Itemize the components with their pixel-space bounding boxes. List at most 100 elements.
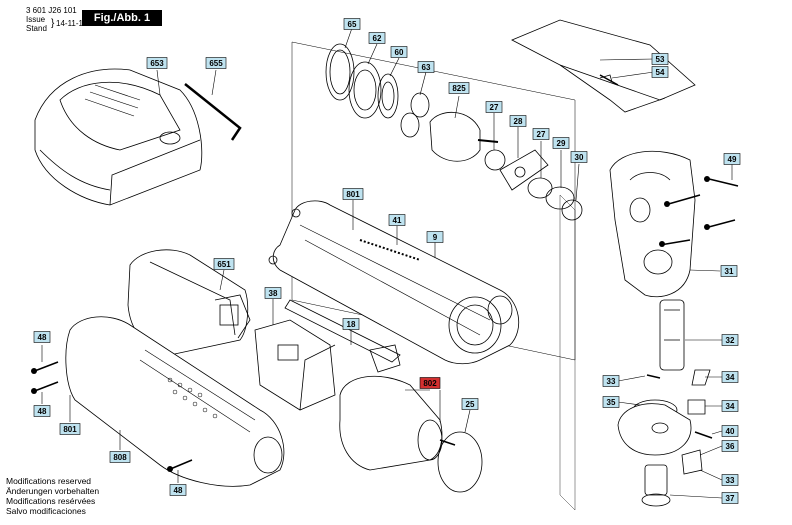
part-callout-29: 29 (552, 137, 570, 149)
part-callout-box (651, 66, 669, 78)
part-callout-31: 31 (720, 265, 738, 277)
part-number: 32 (726, 336, 735, 345)
part-number: 53 (656, 55, 665, 64)
part-number: 48 (38, 333, 47, 342)
part-number: 33 (607, 377, 616, 386)
part-number: 49 (728, 155, 737, 164)
part-callout-49: 49 (723, 153, 741, 165)
part-callout-box (570, 151, 588, 163)
part-number: 27 (490, 103, 499, 112)
part-callout-box (509, 115, 527, 127)
part-callout-box (169, 484, 187, 496)
part-callout-653: 653 (146, 57, 168, 69)
part-callout-box (461, 398, 479, 410)
part-callout-box (368, 32, 386, 44)
part-number: 38 (269, 289, 278, 298)
cutter-head-drawing (609, 150, 696, 298)
part-callout-34: 34 (721, 400, 739, 412)
stand-label: Stand (26, 24, 47, 33)
part-number: 40 (726, 427, 735, 436)
part-callout-655: 655 (205, 57, 227, 69)
punch-parts-drawing (617, 299, 711, 507)
part-callout-box (721, 474, 739, 486)
screws-drawing (31, 74, 739, 472)
part-callout-box (343, 18, 361, 30)
part-callout-801: 801 (59, 423, 81, 435)
part-number: 28 (514, 117, 523, 126)
part-callout-35: 35 (602, 396, 620, 408)
part-callout-box (721, 425, 739, 437)
part-callout-54: 54 (651, 66, 669, 78)
part-number: 34 (726, 402, 735, 411)
part-number: 54 (656, 68, 665, 77)
part-number: 62 (373, 34, 382, 43)
part-number: 48 (38, 407, 47, 416)
part-callout-38: 38 (264, 287, 282, 299)
part-callout-box (417, 61, 435, 73)
part-number: 801 (63, 425, 77, 434)
part-callout-32: 32 (721, 334, 739, 346)
part-callout-box (109, 451, 131, 463)
issue-date: 14-11-11 (56, 19, 87, 28)
part-number: 825 (452, 84, 466, 93)
part-callout-41: 41 (388, 214, 406, 226)
part-callout-box (33, 331, 51, 343)
part-callout-box (532, 128, 550, 140)
footer-line: Salvo modificaciones (6, 506, 86, 516)
allen-key-drawing (184, 83, 242, 141)
part-callout-65: 65 (343, 18, 361, 30)
part-number: 37 (726, 494, 735, 503)
part-number: 808 (113, 453, 127, 462)
issue-brace: } (51, 18, 55, 29)
part-number: 801 (346, 190, 360, 199)
part-number: 33 (726, 476, 735, 485)
part-callout-box (552, 137, 570, 149)
part-callout-box (390, 46, 408, 58)
part-number: 653 (150, 59, 164, 68)
part-number: 35 (607, 398, 616, 407)
part-callout-box (721, 492, 739, 504)
part-callout-33: 33 (602, 375, 620, 387)
part-callout-48: 48 (33, 405, 51, 417)
part-callout-63: 63 (417, 61, 435, 73)
part-number: 30 (575, 153, 584, 162)
part-callout-box (602, 396, 620, 408)
part-callout-25: 25 (461, 398, 479, 410)
footer-notes: Modifications reserved Änderungen vorbeh… (6, 476, 99, 516)
housing-drawing (268, 200, 519, 365)
part-number: 9 (433, 233, 438, 242)
part-callout-box (342, 318, 360, 330)
part-callout-60: 60 (390, 46, 408, 58)
part-callout-40: 40 (721, 425, 739, 437)
part-number: 34 (726, 373, 735, 382)
part-callout-34: 34 (721, 371, 739, 383)
part-callout-651: 651 (213, 258, 235, 270)
part-callout-48: 48 (169, 484, 187, 496)
part-number: 802 (423, 379, 437, 388)
charger-drawing (34, 68, 203, 206)
gear-parts-drawing (325, 43, 583, 221)
part-number: 29 (557, 139, 566, 148)
part-number: 25 (466, 400, 475, 409)
part-callout-801: 801 (342, 188, 364, 200)
part-callout-box (720, 265, 738, 277)
part-callout-box (448, 82, 470, 94)
part-callout-box (419, 377, 441, 389)
handle-housing-drawing (65, 316, 285, 487)
part-callout-box (602, 375, 620, 387)
part-number: 36 (726, 442, 735, 451)
part-number: 48 (174, 486, 183, 495)
part-callout-808: 808 (109, 451, 131, 463)
motor-drawing (339, 375, 456, 471)
part-callout-box (426, 231, 444, 243)
part-callout-box (721, 440, 739, 452)
part-number: 655 (209, 59, 223, 68)
part-callout-box (721, 371, 739, 383)
part-callout-802: 802 (419, 377, 441, 389)
figure-label: Fig./Abb. 1 (82, 10, 162, 26)
part-callout-box (264, 287, 282, 299)
part-callout-27: 27 (485, 101, 503, 113)
part-number: 41 (393, 216, 402, 225)
